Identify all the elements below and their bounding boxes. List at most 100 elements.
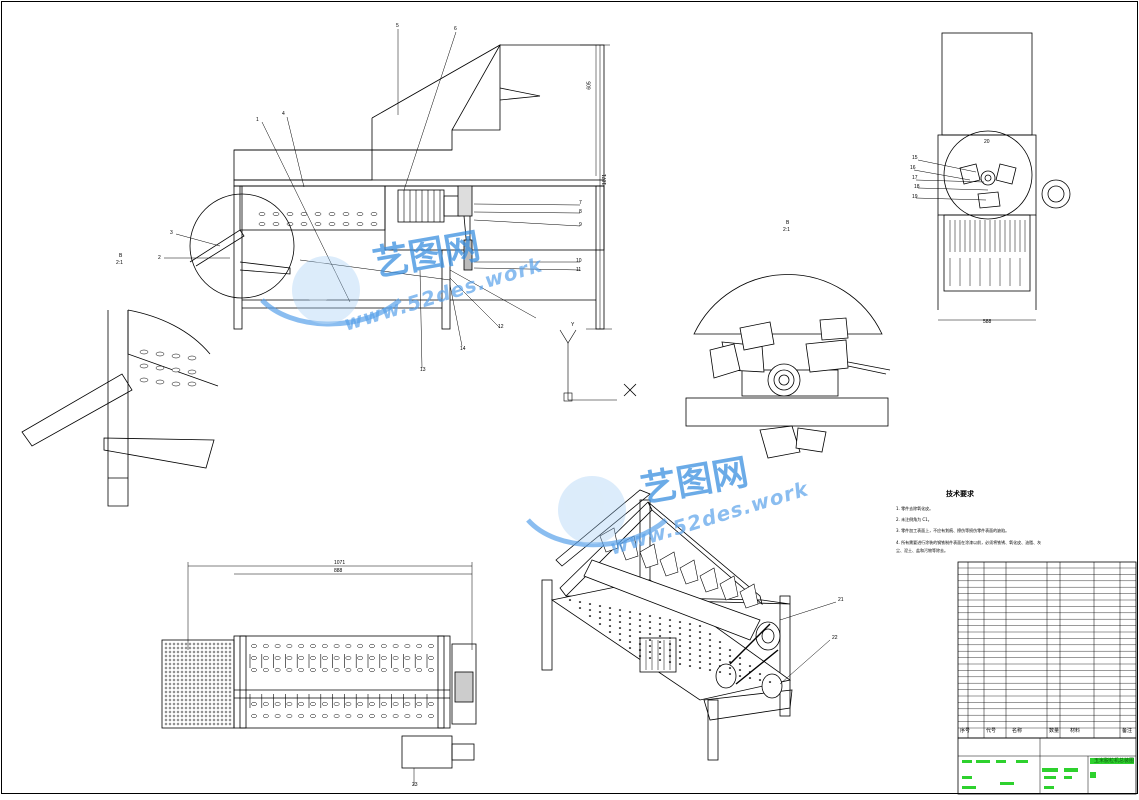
screen-mesh-hole — [188, 694, 192, 698]
screen-mesh-hole — [184, 674, 188, 678]
screen-mesh-hole — [196, 698, 200, 702]
screen-mesh-hole — [168, 650, 172, 654]
iso-floor-hole — [668, 661, 672, 663]
top-view-hole — [262, 655, 269, 661]
iso-floor-hole — [698, 667, 702, 669]
screen-mesh-hole — [212, 690, 216, 694]
top-view-hole — [251, 643, 257, 649]
top-view-hole — [380, 643, 387, 649]
iso-floor-hole — [688, 653, 692, 655]
iso-floor-hole — [658, 647, 662, 649]
screen-mesh-hole — [168, 702, 172, 706]
iso-floor-hole — [728, 655, 732, 657]
top-view-hole — [380, 713, 387, 719]
screen-mesh-hole — [224, 658, 228, 662]
screen-mesh-hole — [172, 690, 176, 694]
screen-mesh-hole — [224, 714, 228, 718]
top-view-hole — [262, 701, 269, 707]
iso-floor-hole — [648, 633, 652, 635]
screen-mesh-hole — [228, 642, 232, 646]
screen-mesh-hole — [208, 686, 212, 690]
isometric-floor-holes — [568, 599, 772, 683]
screen-mesh-hole — [168, 706, 172, 710]
screen-mesh-hole — [200, 650, 204, 654]
screen-mesh-hole — [180, 710, 184, 714]
screen-mesh-hole — [220, 666, 224, 670]
screen-mesh-hole — [224, 674, 228, 678]
iso-floor-hole — [688, 635, 692, 637]
iso-floor-hole — [668, 643, 672, 645]
screen-mesh-hole — [168, 690, 172, 694]
screen-mesh-hole — [220, 642, 224, 646]
screen-mesh-hole — [204, 670, 208, 674]
screen-mesh-hole — [208, 650, 212, 654]
screen-mesh-hole — [180, 674, 184, 678]
screen-mesh-hole — [228, 694, 232, 698]
screen-mesh-hole — [196, 650, 200, 654]
screen-mesh-hole — [196, 718, 200, 722]
screen-mesh-hole — [176, 702, 180, 706]
top-view-hole — [251, 667, 257, 673]
top-view-hole — [286, 713, 293, 719]
top-view-hole — [286, 667, 293, 673]
screen-mesh-hole — [164, 642, 168, 646]
screen-mesh-hole — [168, 722, 172, 726]
screen-mesh-hole — [216, 646, 220, 650]
screen-mesh-hole — [204, 702, 208, 706]
screen-mesh-hole — [200, 706, 204, 710]
tech-item-3: 3. 零件加工表面上，不应有划痕、擦伤等损伤零件表面的缺陷。 — [896, 528, 1010, 533]
bom-header-remark: 备注 — [1122, 728, 1133, 734]
top-view-hole — [310, 667, 316, 673]
screen-mesh-hole — [220, 690, 224, 694]
iso-floor-hole — [738, 675, 742, 677]
top-view-hole — [404, 713, 411, 719]
screen-mesh-hole — [172, 718, 176, 722]
screen-mesh-hole — [208, 642, 212, 646]
part-number-16: 16 — [910, 165, 916, 171]
screen-mesh-hole — [224, 650, 228, 654]
iso-floor-hole — [698, 637, 702, 639]
top-view-hole — [428, 667, 434, 673]
screen-mesh-hole — [180, 714, 184, 718]
iso-floor-hole — [708, 633, 712, 635]
screen-mesh-hole — [164, 650, 168, 654]
screen-mesh-hole — [208, 694, 212, 698]
screen-mesh-hole — [200, 682, 204, 686]
screen-mesh-hole — [216, 654, 220, 658]
screen-mesh-hole — [224, 678, 228, 682]
screen-mesh-hole — [208, 698, 212, 702]
bom-header-no: 序号 — [960, 728, 971, 734]
screen-mesh-hole — [212, 694, 216, 698]
screen-mesh-hole — [228, 690, 232, 694]
iso-floor-hole — [598, 623, 602, 625]
screen-mesh-hole — [224, 722, 228, 726]
top-view-hole — [298, 713, 305, 719]
screen-mesh-hole — [196, 690, 200, 694]
screen-mesh-hole — [220, 710, 224, 714]
iso-floor-hole — [628, 641, 632, 643]
iso-floor-hole — [708, 639, 712, 641]
screen-mesh-hole — [200, 670, 204, 674]
top-view-hole — [274, 643, 281, 649]
screen-mesh-hole — [168, 658, 172, 662]
screen-mesh-hole — [220, 718, 224, 722]
iso-floor-hole — [718, 647, 722, 649]
tech-item-1: 1. 零件去除氧化皮。 — [896, 506, 934, 511]
screen-mesh-hole — [180, 698, 184, 702]
screen-mesh-hole — [188, 722, 192, 726]
top-view-hole — [262, 713, 269, 719]
screen-mesh-hole — [196, 722, 200, 726]
screen-mesh-hole — [164, 710, 168, 714]
iso-floor-hole — [638, 619, 642, 621]
screen-mesh-hole — [220, 722, 224, 726]
top-view-hole — [321, 667, 328, 673]
top-view-hole — [345, 655, 352, 661]
screen-mesh-hole — [192, 698, 196, 702]
iso-floor-hole — [728, 649, 732, 651]
side-view — [913, 32, 1071, 321]
screen-mesh-hole — [208, 670, 212, 674]
screen-mesh-hole — [172, 650, 176, 654]
screen-mesh-hole — [204, 666, 208, 670]
screen-mesh-hole — [196, 642, 200, 646]
